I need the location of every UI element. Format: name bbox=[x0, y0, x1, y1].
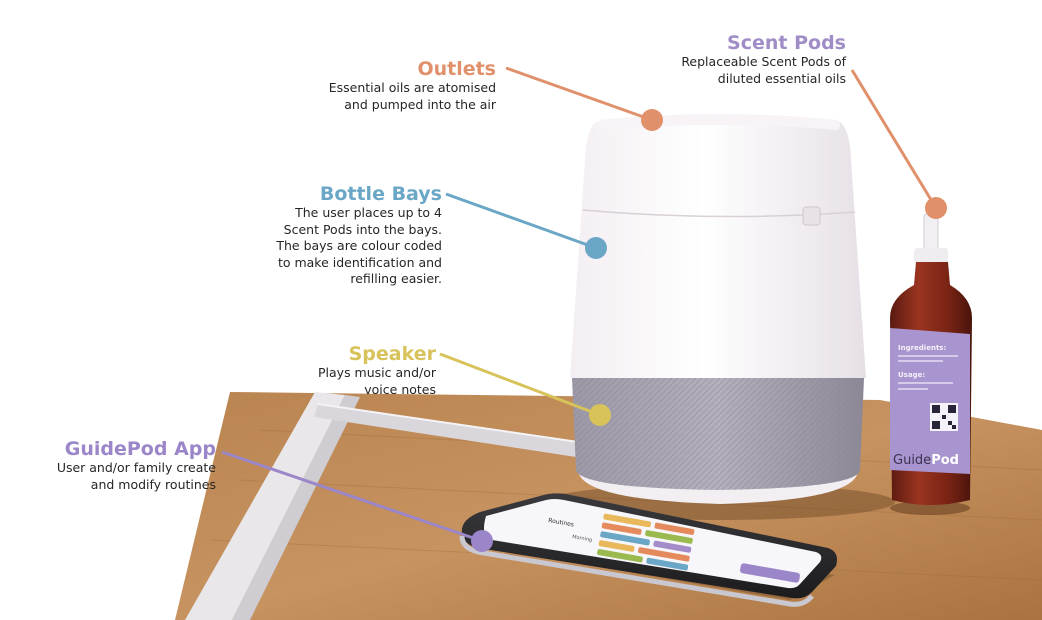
metal-rail bbox=[314, 404, 578, 457]
scent-pods-line-2: diluted essential oils bbox=[717, 70, 846, 86]
app-routines-header: Routines bbox=[548, 517, 575, 528]
bottle-bays-line-1: The user places up to 4 bbox=[295, 205, 442, 220]
device-body bbox=[570, 115, 866, 378]
app-callout: GuidePod App User and/or family create a… bbox=[20, 438, 216, 493]
bottle-bays-connector bbox=[445, 192, 607, 259]
app-line-2: and modify routines bbox=[90, 476, 216, 492]
outlets-callout: Outlets Essential oils are atomised and … bbox=[250, 58, 496, 113]
speaker-line-1: Plays music and/or bbox=[318, 365, 436, 380]
bottle-label bbox=[890, 328, 970, 474]
app-line-1: User and/or family create bbox=[56, 460, 216, 475]
speaker-line-2: voice notes bbox=[364, 381, 436, 397]
bottle-bays-title: Bottle Bays bbox=[319, 183, 442, 205]
speaker-title: Speaker bbox=[348, 343, 436, 365]
bottle-bays-line-4: to make identification and bbox=[277, 254, 442, 270]
bottle-bays-line-2: Scent Pods into the bays. bbox=[283, 221, 442, 237]
bottle-bays-line-3: The bays are colour coded bbox=[276, 238, 442, 253]
scent-pods-callout: Scent Pods Replaceable Scent Pods of dil… bbox=[600, 32, 846, 87]
label-ingredients: Ingredients: bbox=[898, 344, 946, 352]
outlets-connector bbox=[505, 66, 663, 131]
label-usage: Usage: bbox=[898, 371, 925, 379]
scent-pods-connector bbox=[850, 69, 947, 219]
bottle-bays-callout: Bottle Bays The user places up to 4 Scen… bbox=[240, 183, 442, 288]
scent-pods-line-1: Replaceable Scent Pods of bbox=[681, 54, 846, 69]
speaker-connector bbox=[439, 352, 611, 426]
app-connector bbox=[221, 450, 493, 552]
app-title: GuidePod App bbox=[64, 438, 216, 460]
outlets-line-1: Essential oils are atomised bbox=[328, 80, 496, 95]
outlets-line-2: and pumped into the air bbox=[344, 96, 496, 112]
label-brand: GuidePod bbox=[893, 453, 959, 468]
phone-screen bbox=[484, 499, 822, 589]
outlets-title: Outlets bbox=[417, 58, 496, 80]
routine-tiles bbox=[597, 513, 695, 571]
scent-pods-title: Scent Pods bbox=[727, 32, 846, 54]
pod-dropper bbox=[923, 213, 939, 251]
bottle-bays-line-5: refilling easier. bbox=[350, 271, 442, 286]
app-morning-tab: Morning bbox=[572, 534, 593, 543]
device-side-button bbox=[802, 206, 821, 226]
white-frame bbox=[185, 392, 345, 620]
speaker-callout: Speaker Plays music and/or voice notes bbox=[270, 343, 436, 398]
